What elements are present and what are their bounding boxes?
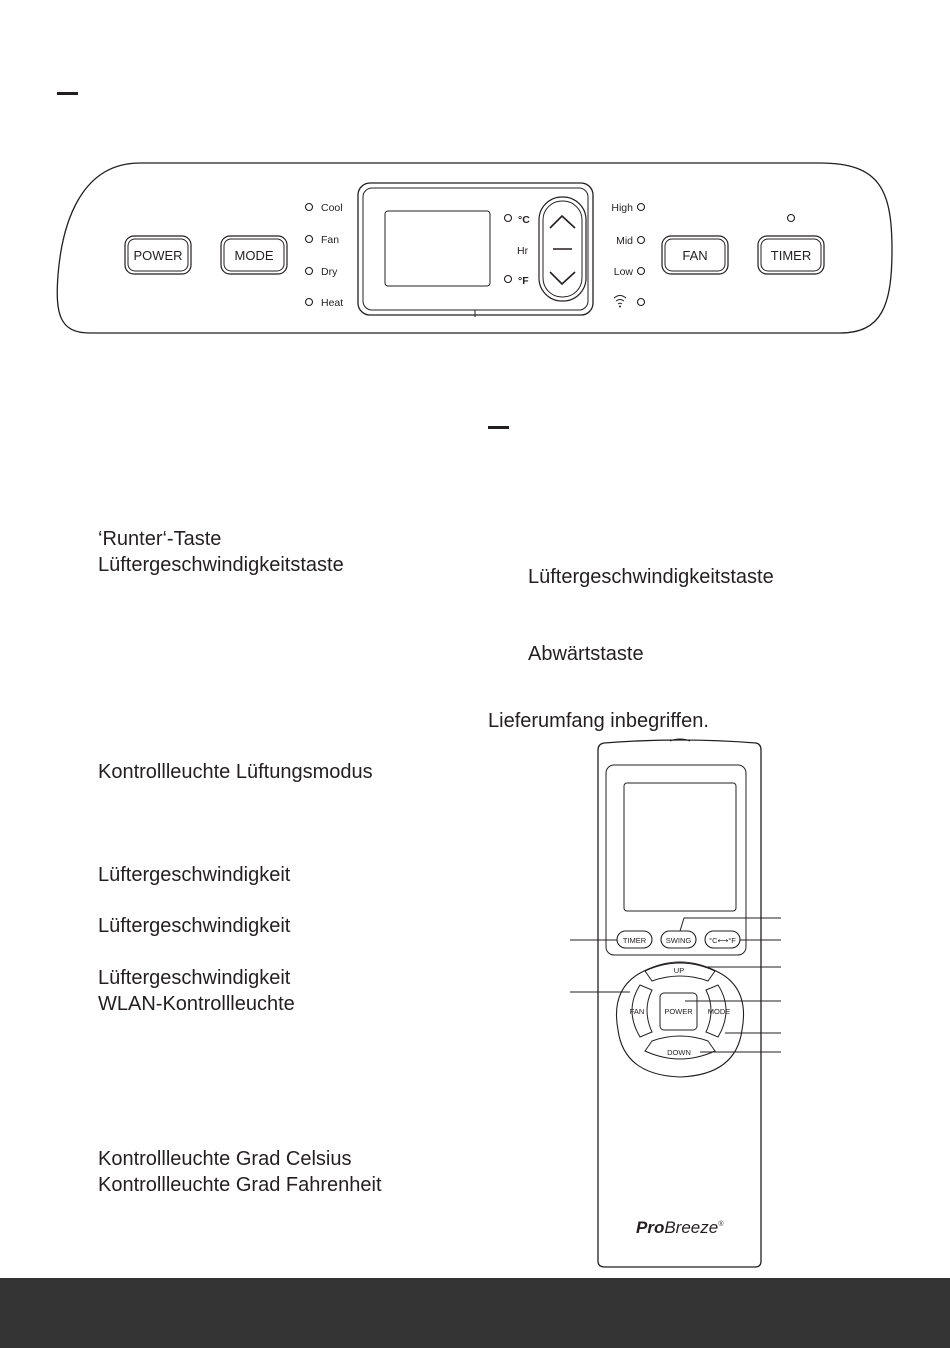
remote-mode-button[interactable]: MODE	[705, 984, 731, 1038]
footer-bar	[0, 1278, 950, 1348]
speed-indicator-mid: Mid	[616, 235, 633, 247]
left-item-fan-speed-button: Lüftergeschwindigkeitstaste	[98, 554, 344, 576]
remote-up-button[interactable]: UP	[644, 962, 716, 982]
section-dash-right	[488, 426, 509, 429]
logo-pro: Pro	[636, 1218, 664, 1237]
svg-text:ProBreeze®: ProBreeze®	[636, 1218, 724, 1237]
remote-power-button[interactable]: POWER	[659, 992, 698, 1031]
remote-unit-button[interactable]: °C⟷°F	[704, 930, 741, 949]
panel-mode-button[interactable]: MODE	[220, 235, 288, 275]
remote-up-label: UP	[674, 966, 684, 975]
left-item-fan-mode-indicator: Kontrollleuchte Lüftungsmodus	[98, 761, 373, 783]
mode-indicator-dry: Dry	[321, 266, 338, 278]
left-item-down-button: ‘Runter‘-Taste	[98, 528, 222, 550]
mode-indicator-fan: Fan	[321, 234, 339, 246]
panel-fan-button[interactable]: FAN	[661, 235, 729, 275]
remote-down-label: DOWN	[667, 1048, 691, 1057]
lcd-screen	[384, 210, 491, 287]
probreeze-logo: ProBreeze®	[636, 1218, 724, 1237]
remote-swing-button[interactable]: SWING	[660, 930, 697, 949]
remote-lcd-screen	[623, 782, 737, 912]
panel-timer-button[interactable]: TIMER	[757, 235, 825, 275]
remote-mode-label: MODE	[708, 1007, 731, 1016]
logo-registered: ®	[718, 1220, 724, 1228]
panel-outline	[56, 162, 893, 334]
mode-indicator-heat: Heat	[321, 297, 343, 309]
panel-power-button[interactable]: POWER	[124, 235, 192, 275]
remote-body	[597, 739, 762, 1268]
panel-timer-label: TIMER	[771, 248, 811, 263]
remote-down-button[interactable]: DOWN	[644, 1035, 716, 1060]
speed-indicator-list: High Mid Low	[611, 202, 646, 308]
left-item-fan-speed-mid: Lüftergeschwindigkeit	[98, 915, 291, 937]
timer-indicator	[786, 213, 796, 223]
remote-keypad-outline	[615, 961, 745, 1078]
left-item-fan-speed-low: Lüftergeschwindigkeit	[98, 967, 291, 989]
panel-power-label: POWER	[133, 248, 182, 263]
remote-swing-label: SWING	[666, 936, 692, 945]
logo-breeze: Breeze	[664, 1218, 718, 1237]
speed-indicator-low: Low	[614, 266, 634, 278]
speed-indicator-high: High	[611, 202, 633, 214]
panel-mode-label: MODE	[235, 248, 274, 263]
right-item-fan-speed-button: Lüftergeschwindigkeitstaste	[528, 566, 774, 588]
remote-timer-label: TIMER	[623, 936, 647, 945]
left-item-celsius-indicator: Kontrollleuchte Grad Celsius	[98, 1148, 352, 1170]
remote-power-label: POWER	[664, 1007, 693, 1016]
left-item-wifi-indicator: WLAN-Kontrollleuchte	[98, 993, 295, 1015]
control-panel-diagram: POWER MODE Cool Fan Dry Heat °C Hr °F	[56, 162, 893, 334]
fahrenheit-label: °F	[518, 275, 529, 287]
mode-indicator-list: Cool Fan Dry Heat	[304, 202, 343, 309]
remote-callout-lines	[570, 917, 781, 1053]
right-item-included: Lieferumfang inbegriffen.	[488, 710, 709, 732]
left-item-fan-speed-high: Lüftergeschwindigkeit	[98, 864, 291, 886]
left-item-fahrenheit-indicator: Kontrollleuchte Grad Fahrenheit	[98, 1174, 382, 1196]
remote-display-frame	[605, 764, 747, 956]
section-dash-top	[57, 92, 78, 95]
remote-fan-label: FAN	[630, 1007, 645, 1016]
wifi-icon	[613, 295, 627, 308]
chevron-up-icon	[549, 214, 576, 229]
display-module: °C Hr °F	[357, 182, 594, 317]
panel-fan-label: FAN	[682, 248, 707, 263]
hours-label: Hr	[517, 245, 529, 257]
remote-fan-button[interactable]: FAN	[630, 984, 653, 1038]
right-item-down-button: Abwärtstaste	[528, 643, 644, 665]
remote-unit-label: °C⟷°F	[709, 936, 736, 945]
chevron-down-icon	[549, 271, 576, 286]
remote-timer-button[interactable]: TIMER	[616, 930, 653, 949]
celsius-label: °C	[518, 214, 530, 226]
remote-control-diagram: TIMER SWING °C⟷°F UP FAN POWER MODE DOWN	[570, 738, 781, 1268]
mode-indicator-cool: Cool	[321, 202, 343, 214]
panel-up-down-rocker[interactable]	[538, 196, 587, 302]
